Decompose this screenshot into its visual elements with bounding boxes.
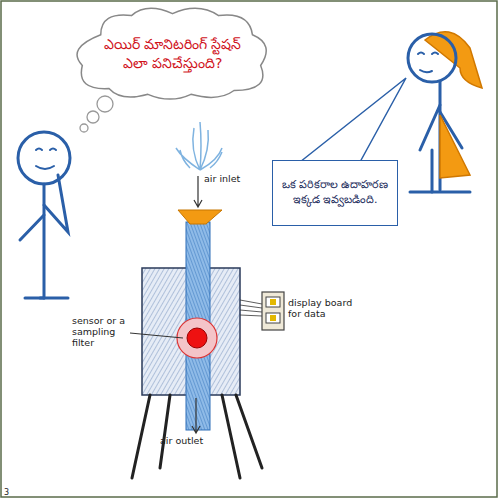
sensor-leader xyxy=(130,333,183,338)
display-board xyxy=(262,292,284,330)
outlet-arrow xyxy=(192,398,200,433)
thought-bubbles xyxy=(80,96,113,132)
frame xyxy=(1,1,497,497)
inlet-funnel xyxy=(178,210,222,224)
inlet-arrow xyxy=(194,176,202,207)
part-label: display board for data xyxy=(288,298,368,320)
question-text: ఎయిర్ మానిటరింగ్ స్టేషన్ ఎలా పనిచేస్తుంద… xyxy=(96,35,249,73)
cloud-outline xyxy=(70,6,275,102)
thought-cloud: ఎయిర్ మానిటరింగ్ స్టేషన్ ఎలా పనిచేస్తుంద… xyxy=(70,6,275,102)
speech-box: ఒక పరికరాల ఉదాహరణ ఇక్కడ ఇవ్వబడింది. xyxy=(272,160,398,226)
part-label: sensor or a sampling filter xyxy=(72,316,134,349)
station-legs xyxy=(132,395,262,478)
speech-pointer xyxy=(300,78,406,162)
part-label: air outlet xyxy=(160,436,203,447)
right-stick-figure xyxy=(408,32,482,192)
part-label: air inlet xyxy=(204,174,240,185)
left-stick-figure xyxy=(18,132,70,298)
display-wires xyxy=(240,300,262,316)
page-number: 3 xyxy=(4,488,9,497)
sensor xyxy=(187,328,207,348)
speech-text: ఒక పరికరాల ఉదాహరణ ఇక్కడ ఇవ్వబడింది. xyxy=(281,178,389,208)
air-spray xyxy=(176,122,222,170)
